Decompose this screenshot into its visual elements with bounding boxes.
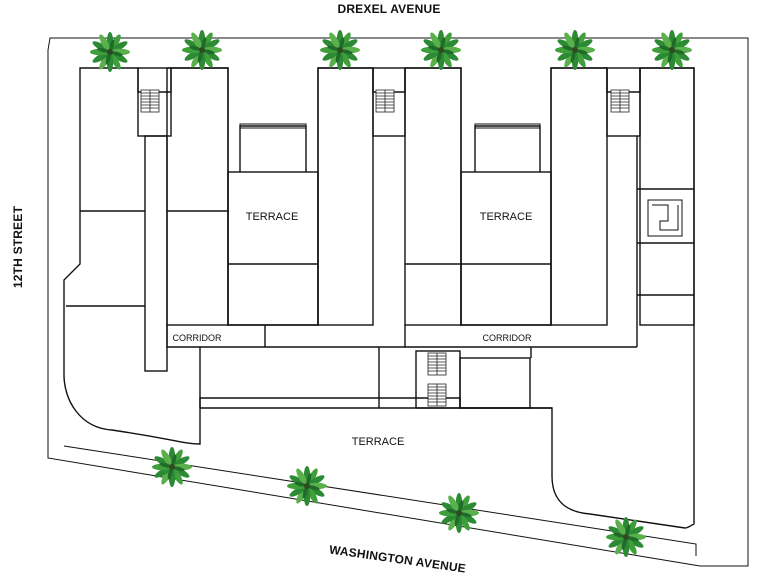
palm-tree-icon: [652, 30, 692, 70]
palm-tree-icon: [182, 30, 222, 70]
palm-tree-icon: [555, 30, 595, 70]
west-terrace-wall: [166, 67, 229, 326]
palm-tree-icon: [320, 30, 360, 70]
stairs-icon: [375, 89, 395, 113]
sidewalk-strip: [63, 445, 697, 556]
terrace-west-label: TERRACE: [246, 211, 299, 223]
terrace-east-label: TERRACE: [480, 211, 533, 223]
west-terrace-balcony: [239, 125, 307, 172]
west-corridor-column: [144, 135, 168, 372]
south-east-room: [459, 357, 531, 409]
central-wing-east: [404, 67, 462, 326]
palm-tree-icon: [287, 466, 327, 506]
palm-tree-icon: [439, 493, 479, 533]
palm-tree-icon: [421, 30, 461, 70]
stairs-icon: [610, 89, 630, 113]
street-label-north: DREXEL AVENUE: [337, 2, 440, 16]
east-wing-west: [550, 67, 608, 326]
east-elevator-outline: [647, 199, 683, 237]
stairs-icon: [427, 383, 447, 407]
stairs-icon: [427, 352, 447, 376]
street-label-south: WASHINGTON AVENUE: [328, 543, 466, 576]
east-terrace-balcony: [474, 125, 541, 172]
east-wing-east: [639, 67, 695, 326]
east-elevator: [652, 204, 679, 231]
terrace-south-label: TERRACE: [352, 436, 405, 448]
property-boundary: [47, 37, 749, 567]
street-label-west: 12TH STREET: [11, 205, 25, 288]
east-terrace-balcony-rail: [474, 123, 541, 129]
corridor-west-label: CORRIDOR: [173, 333, 222, 343]
west-terrace-court: [227, 171, 319, 326]
corridor-east-label: CORRIDOR: [483, 333, 532, 343]
stairs-icon: [140, 89, 160, 113]
west-terrace-balcony-rail: [239, 123, 307, 129]
east-terrace-court: [460, 171, 552, 326]
corridor-band: [166, 325, 406, 348]
central-wing-west: [317, 67, 374, 326]
